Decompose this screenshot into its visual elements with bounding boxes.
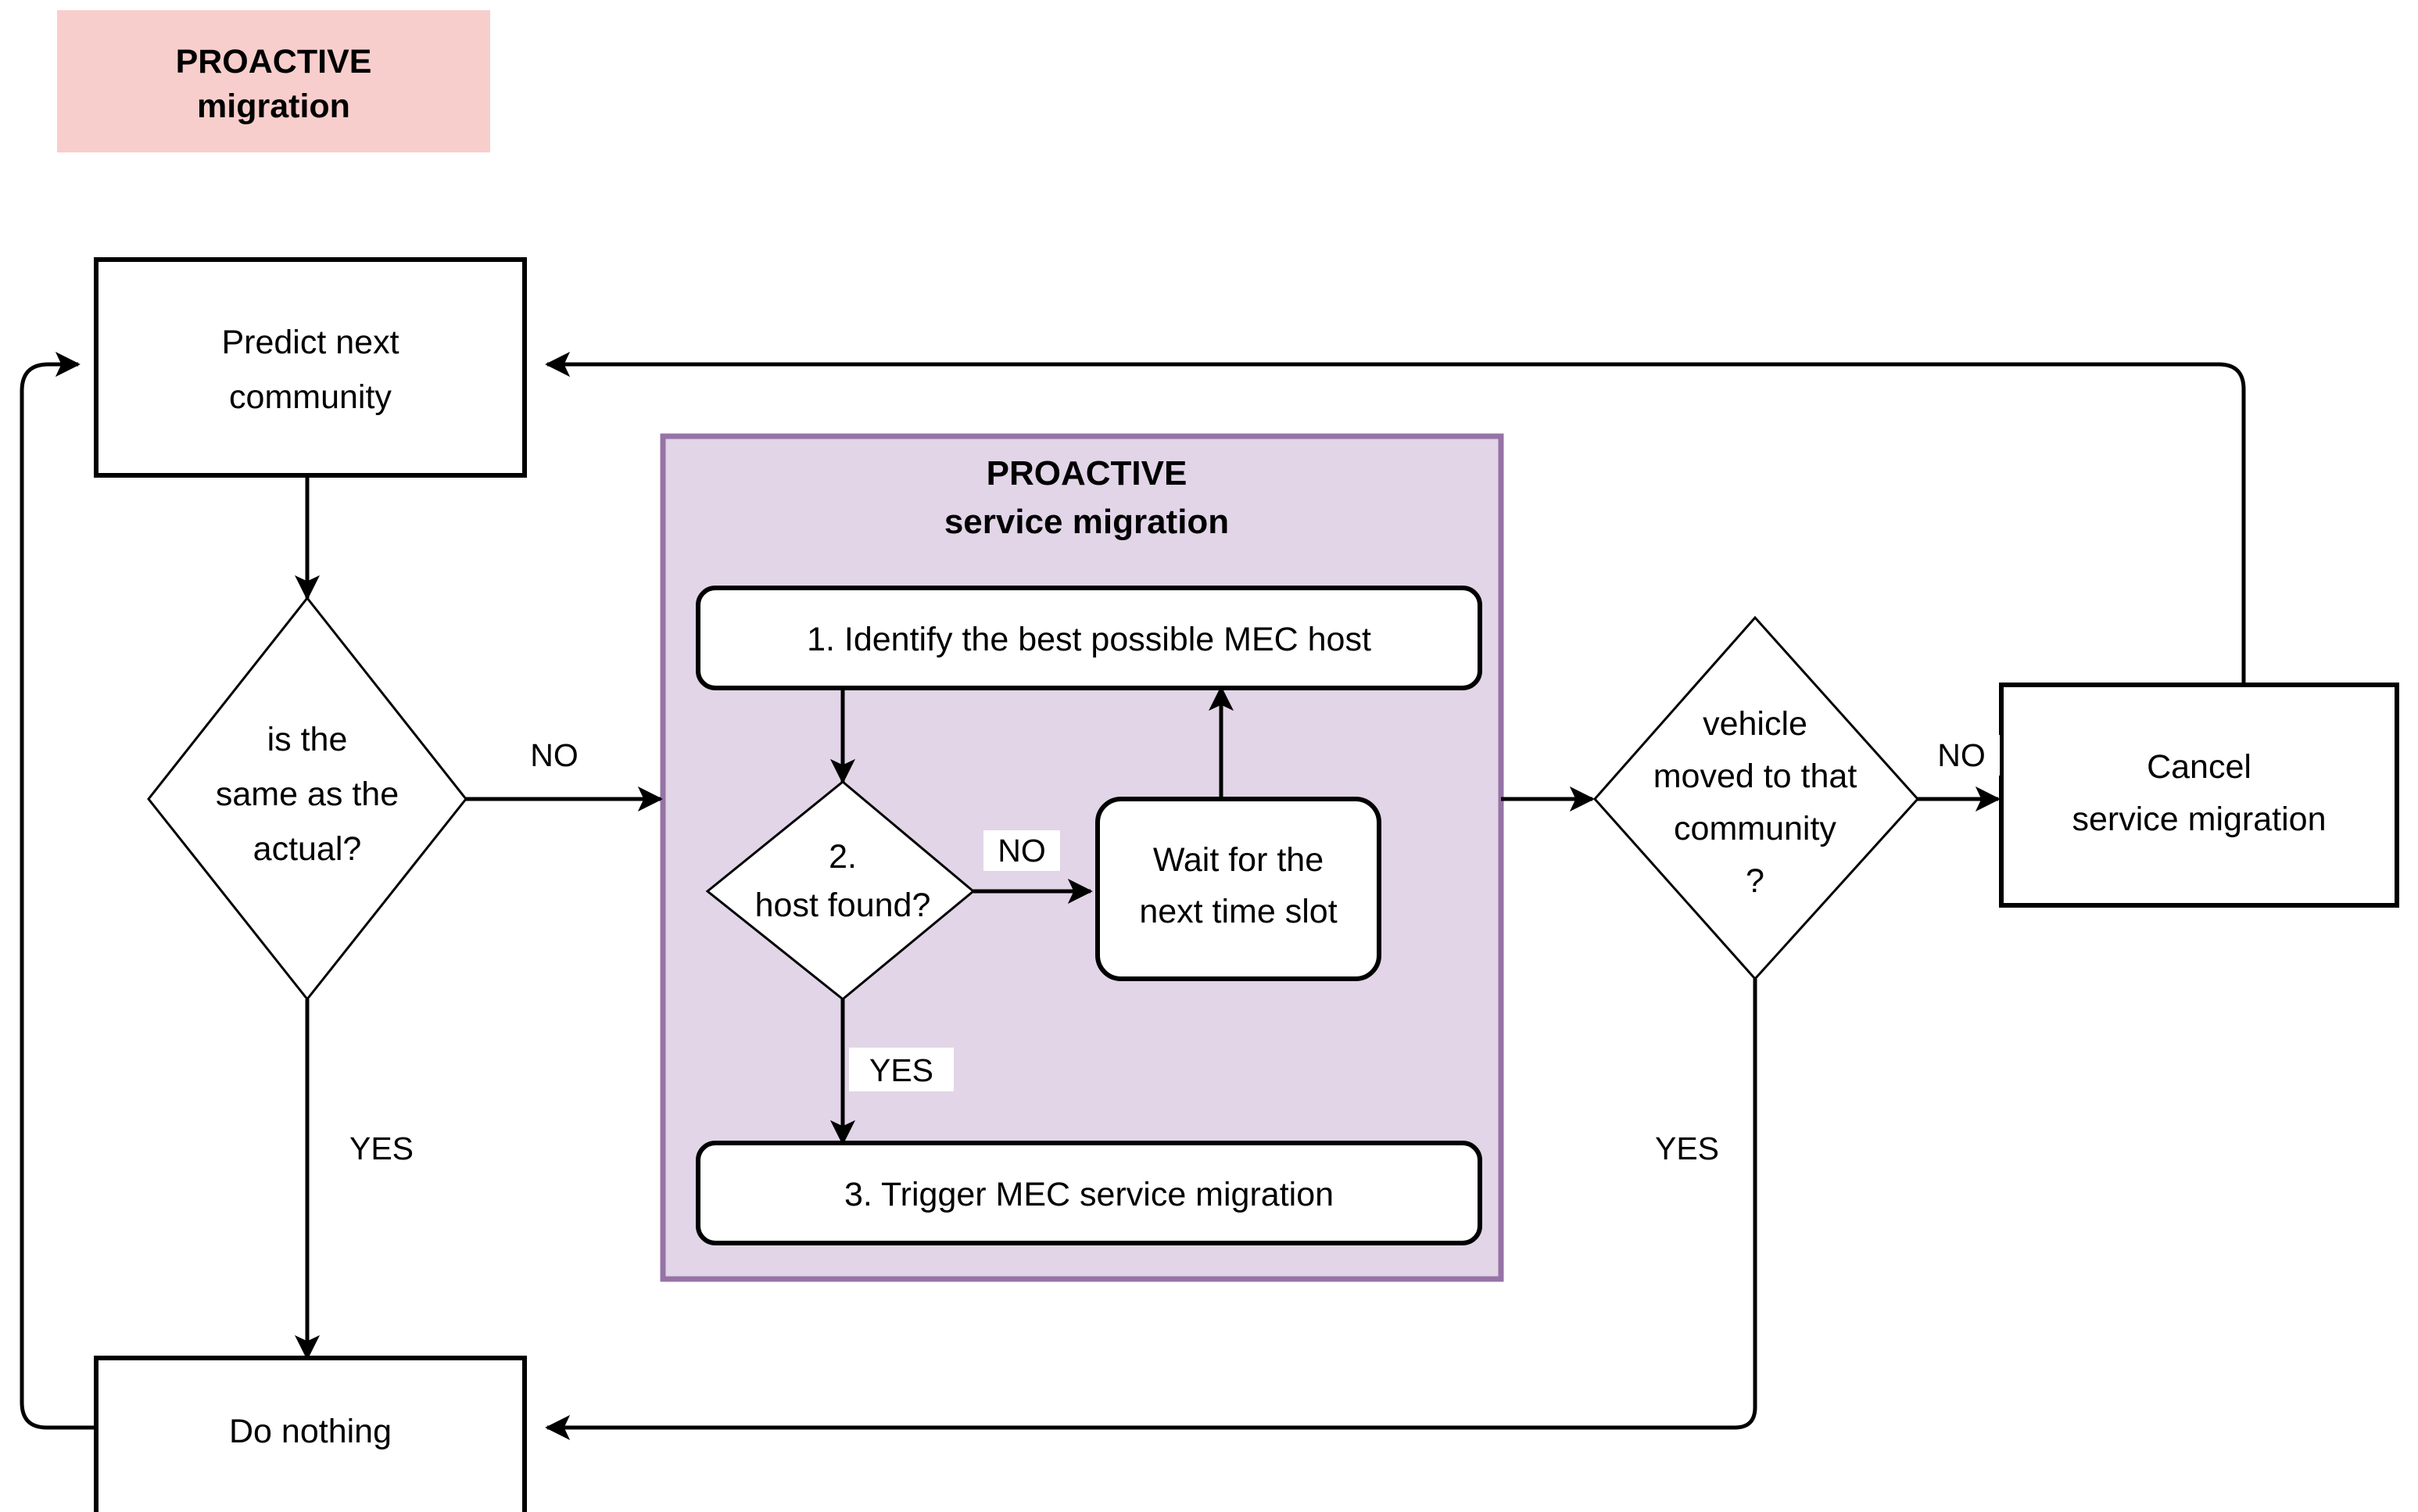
edge-label-same-yes: YES xyxy=(328,1126,435,1170)
node-wait-next-time-slot[interactable]: Wait for the next time slot xyxy=(1095,797,1381,981)
node-step3-trigger-mec-service-migration[interactable]: 3. Trigger MEC service migration xyxy=(696,1141,1482,1245)
node-decision-is-same-as-actual[interactable]: is the same as the actual? xyxy=(147,596,467,1001)
edge-label-host-yes-text: YES xyxy=(869,1052,933,1088)
node-predict-line1: Predict next xyxy=(221,324,399,361)
node-step1-identify-best-mec-host[interactable]: 1. Identify the best possible MEC host xyxy=(696,586,1482,690)
edge-label-host-yes: YES xyxy=(849,1048,954,1091)
node-wait-line1: Wait for the xyxy=(1153,841,1324,879)
node-step3-label: 3. Trigger MEC service migration xyxy=(844,1176,1334,1213)
edge-label-host-no: NO xyxy=(983,830,1060,871)
edge-label-vehicle-yes-text: YES xyxy=(1655,1130,1719,1166)
node-do-nothing-label: Do nothing xyxy=(229,1413,392,1450)
node-do-nothing[interactable]: Do nothing xyxy=(94,1356,527,1512)
edge-label-same-yes-text: YES xyxy=(349,1130,414,1166)
panel-header-line1: PROACTIVE xyxy=(987,454,1188,493)
edge-label-host-no-text: NO xyxy=(998,833,1046,869)
decision-vehicle-line3: community xyxy=(1674,810,1836,847)
panel-header-line2: service migration xyxy=(944,503,1229,541)
node-decision-host-found[interactable]: 2. host found? xyxy=(705,780,976,1001)
edge-label-vehicle-yes: YES xyxy=(1634,1126,1740,1170)
title-badge-line2: migration xyxy=(197,88,350,125)
decision-vehicle-line1: vehicle xyxy=(1703,705,1807,743)
decision-vehicle-line2: moved to that xyxy=(1653,758,1857,795)
decision-same-line3: actual? xyxy=(253,830,362,868)
title-badge-line1: PROACTIVE xyxy=(176,43,372,81)
edge-label-vehicle-no: NO xyxy=(1923,735,2000,776)
edge-label-vehicle-no-text: NO xyxy=(1937,737,1986,773)
node-wait-line2: next time slot xyxy=(1139,893,1337,930)
node-predict-next-community[interactable]: Predict next community xyxy=(94,257,527,478)
decision-host-line2: host found? xyxy=(755,887,931,924)
decision-host-line1: 2. xyxy=(829,838,857,876)
node-cancel-line1: Cancel xyxy=(2147,748,2251,786)
node-cancel-line2: service migration xyxy=(2072,801,2327,838)
node-decision-vehicle-moved[interactable]: vehicle moved to that community ? xyxy=(1592,615,1920,981)
edge-cancel-to-predict xyxy=(545,351,2246,688)
node-predict-line2: community xyxy=(229,378,392,416)
edge-label-same-no: NO xyxy=(516,735,593,776)
node-cancel-service-migration[interactable]: Cancel service migration xyxy=(1999,683,2399,908)
edge-decision-vehicle-yes xyxy=(545,979,1757,1441)
decision-same-line1: is the xyxy=(267,721,348,758)
decision-same-line2: same as the xyxy=(216,776,399,813)
decision-vehicle-line4: ? xyxy=(1746,862,1764,900)
edge-label-same-no-text: NO xyxy=(530,737,579,773)
node-step1-label: 1. Identify the best possible MEC host xyxy=(807,621,1371,658)
edge-do-nothing-to-predict xyxy=(20,351,96,1430)
title-badge xyxy=(57,10,490,152)
